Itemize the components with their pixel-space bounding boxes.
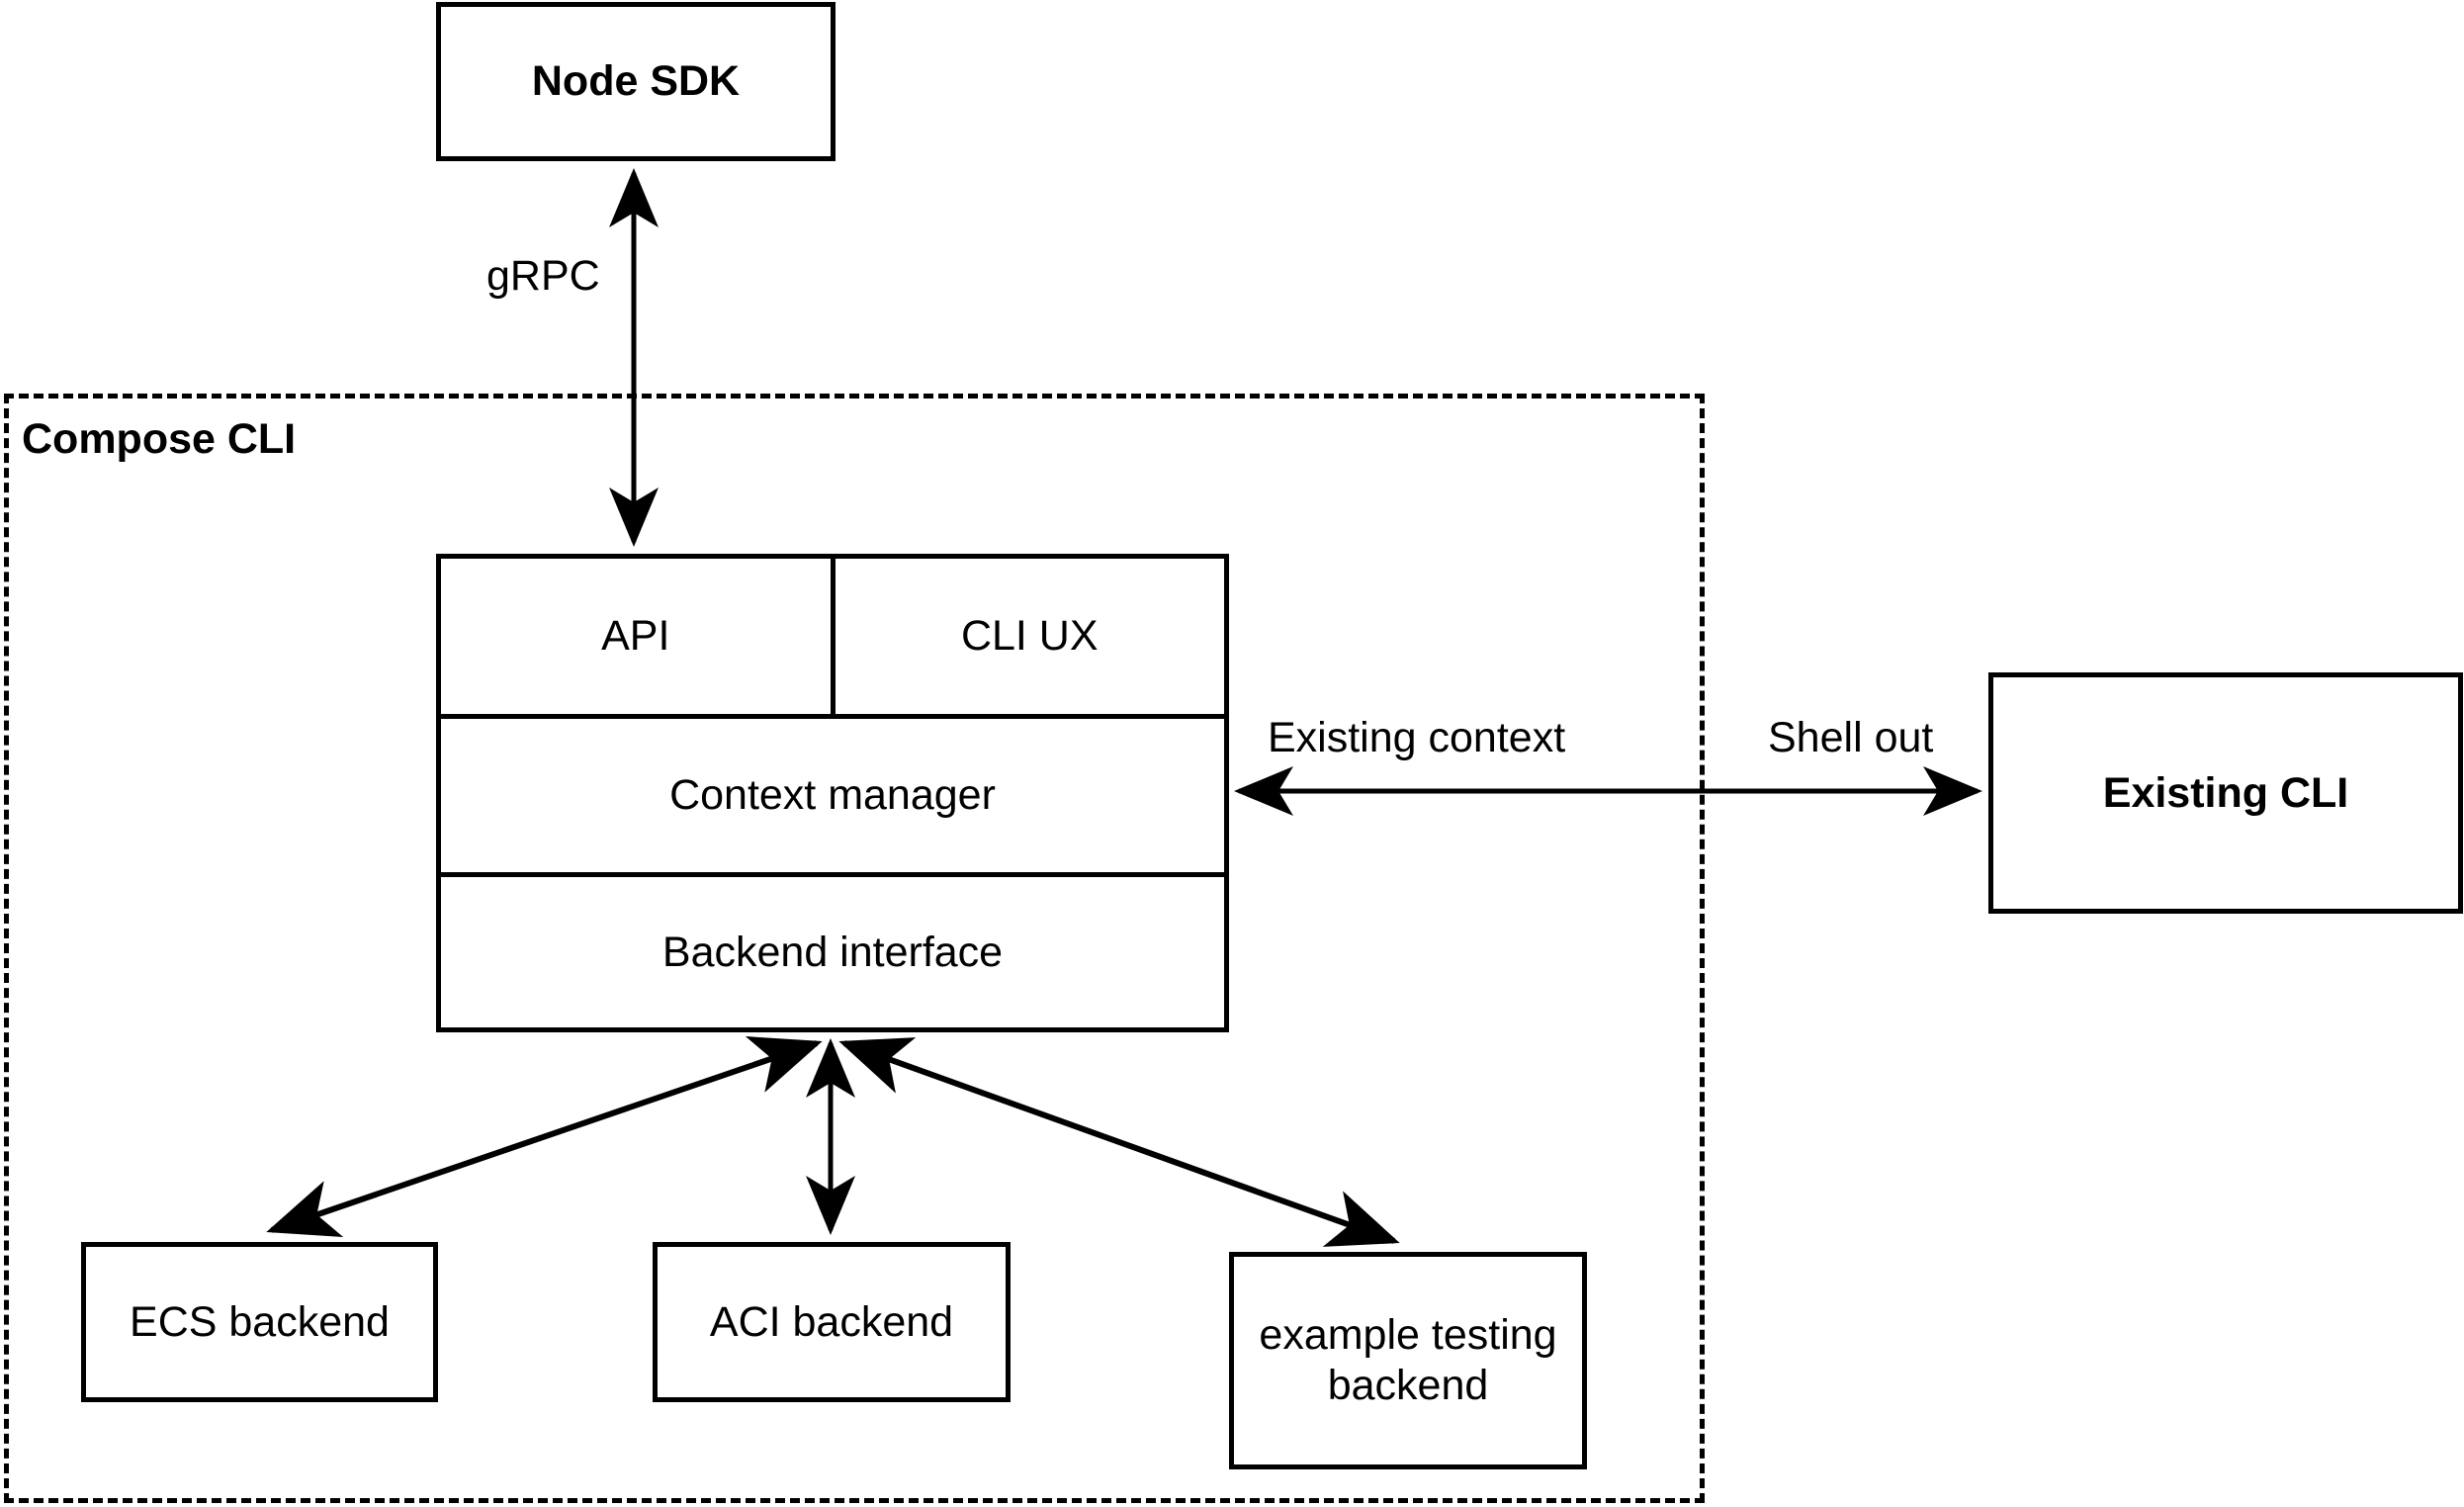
example-testing-backend-label-line2: backend: [1327, 1362, 1489, 1409]
compose-cli-stack: API CLI UX Context manager Backend inter…: [436, 554, 1229, 1032]
edge-label-existing-context: Existing context: [1262, 714, 1572, 762]
ecs-backend-box[interactable]: ECS backend: [81, 1242, 438, 1402]
stack-row-api-cliux: API CLI UX: [441, 559, 1224, 719]
compose-cli-group-label: Compose CLI: [22, 415, 297, 463]
example-testing-backend-label-line1: example testing: [1259, 1311, 1557, 1360]
aci-backend-label: ACI backend: [709, 1297, 954, 1346]
node-sdk-label: Node SDK: [531, 57, 741, 106]
ecs-backend-label: ECS backend: [130, 1297, 390, 1346]
compose-cli-group: [4, 394, 1705, 1503]
backend-interface-label: Backend interface: [661, 928, 1004, 976]
node-sdk-box[interactable]: Node SDK: [436, 2, 836, 161]
stack-cell-api[interactable]: API: [441, 559, 836, 714]
api-label: API: [601, 612, 670, 660]
stack-cell-cli-ux[interactable]: CLI UX: [836, 559, 1225, 714]
example-testing-backend-box[interactable]: example testing backend: [1229, 1252, 1587, 1469]
stack-cell-context-manager: Context manager: [441, 719, 1224, 872]
cli-ux-label: CLI UX: [960, 612, 1099, 660]
edge-label-shell-out: Shell out: [1762, 714, 1940, 762]
aci-backend-box[interactable]: ACI backend: [653, 1242, 1011, 1402]
existing-cli-box[interactable]: Existing CLI: [1988, 672, 2463, 914]
stack-row-backend-interface[interactable]: Backend interface: [441, 877, 1224, 1027]
stack-row-context-manager[interactable]: Context manager: [441, 719, 1224, 877]
existing-cli-label: Existing CLI: [2102, 768, 2349, 817]
context-manager-label: Context manager: [669, 771, 996, 819]
stack-cell-backend-interface: Backend interface: [441, 877, 1224, 1027]
edge-label-grpc: gRPC: [481, 252, 606, 301]
